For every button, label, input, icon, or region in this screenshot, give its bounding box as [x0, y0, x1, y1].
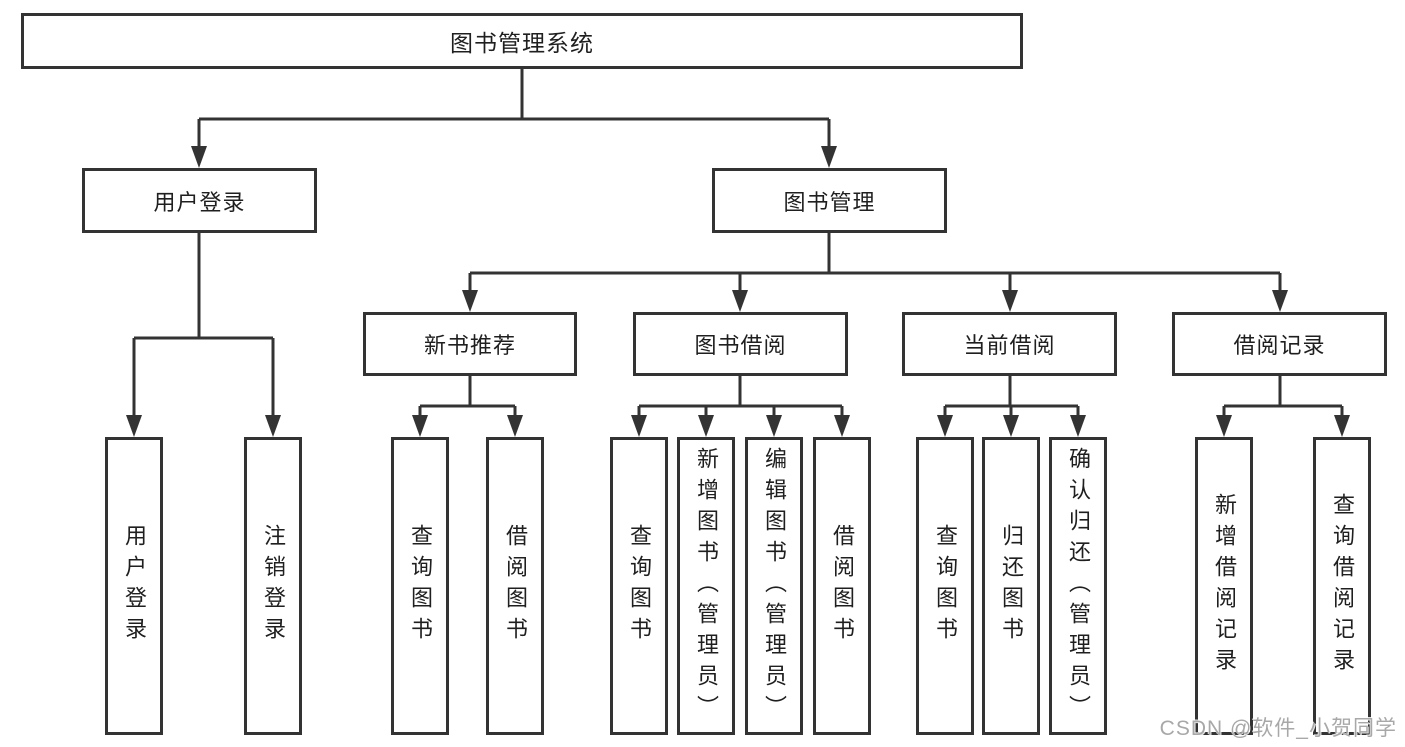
leaf-logout-login: 注销登录 [244, 437, 302, 735]
node-label: 图书管理系统 [450, 30, 594, 56]
connector-root-to-level1 [197, 69, 831, 148]
leaf-query-books-recommend: 查询图书 [391, 437, 449, 735]
leaf-add-borrow-record: 新增借阅记录 [1195, 437, 1253, 735]
node-label: 归还图书 [999, 524, 1024, 648]
node-label: 查询图书 [627, 524, 652, 648]
node-label: 用户登录 [153, 189, 246, 215]
leaf-add-books-admin: 新增图书（管理员） [677, 437, 735, 735]
node-label: 新增图书（管理员） [694, 446, 719, 726]
node-label: 借阅记录 [1233, 333, 1326, 358]
leaf-return-books: 归还图书 [982, 437, 1040, 735]
node-label: 借阅图书 [830, 524, 855, 648]
leaf-query-books-current: 查询图书 [916, 437, 974, 735]
leaf-query-books-borrow: 查询图书 [610, 437, 668, 735]
leaf-user-login: 用户登录 [105, 437, 163, 735]
connector-borrow-records-children [1222, 376, 1344, 418]
node-new-book-recommend: 新书推荐 [363, 312, 577, 376]
node-label: 确认归还（管理员） [1066, 446, 1091, 726]
node-label: 图书管理 [783, 189, 876, 215]
leaf-edit-books-admin: 编辑图书（管理员） [745, 437, 803, 735]
leaf-borrow-books-recommend: 借阅图书 [486, 437, 544, 735]
csdn-watermark: CSDN @软件_小贺同学 [1159, 717, 1397, 740]
node-label: 注销登录 [261, 524, 286, 648]
node-label: 图书借阅 [694, 333, 787, 358]
node-current-borrow: 当前借阅 [902, 312, 1117, 376]
node-label: 当前借阅 [963, 333, 1056, 358]
connector-new-book-recommend-children [418, 376, 517, 418]
node-label: 新书推荐 [423, 333, 516, 358]
leaf-borrow-books: 借阅图书 [813, 437, 871, 735]
node-label: 查询图书 [408, 524, 433, 648]
node-label: 查询借阅记录 [1330, 493, 1355, 679]
node-label: 查询图书 [933, 524, 958, 648]
node-book-borrow: 图书借阅 [633, 312, 848, 376]
leaf-query-borrow-record: 查询借阅记录 [1313, 437, 1371, 735]
connector-user-login-children [132, 233, 275, 418]
node-library-management-system: 图书管理系统 [21, 13, 1023, 69]
node-label: 用户登录 [122, 524, 147, 648]
arrowheads [126, 146, 1350, 437]
connector-book-management-children [468, 233, 1282, 292]
connector-current-borrow-children [943, 376, 1080, 418]
node-borrow-records: 借阅记录 [1172, 312, 1387, 376]
node-label: 新增借阅记录 [1212, 493, 1237, 679]
node-book-management: 图书管理 [712, 168, 947, 233]
connector-book-borrow-children [637, 376, 844, 418]
leaf-confirm-return-admin: 确认归还（管理员） [1049, 437, 1107, 735]
node-label: 借阅图书 [503, 524, 528, 648]
node-label: 编辑图书（管理员） [762, 446, 787, 726]
node-user-login: 用户登录 [82, 168, 317, 233]
